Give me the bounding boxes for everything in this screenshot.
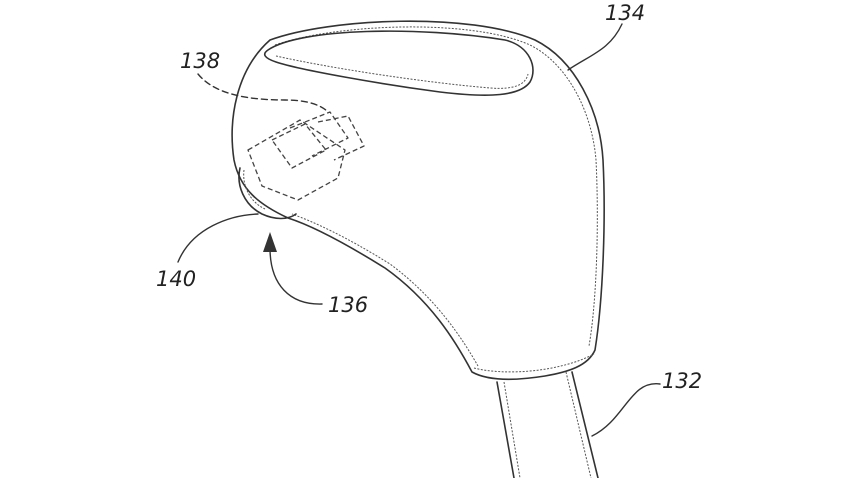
side-button [238,167,297,220]
label-134: 134 [605,1,645,25]
shift-knob [231,20,605,381]
leader-lines [177,23,661,437]
label-138: 138 [180,49,220,73]
gear-shaft [496,371,599,478]
label-136: 136 [328,293,368,317]
arrow-136-icon [263,232,277,252]
sensor-module-hidden [247,111,365,201]
label-132: 132 [662,369,702,393]
label-140: 140 [156,267,196,291]
